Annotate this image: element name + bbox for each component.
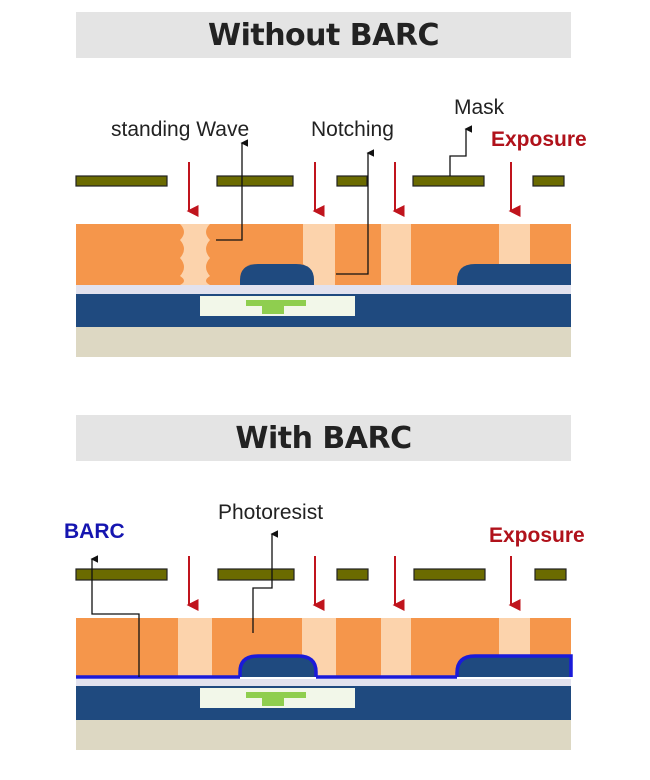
mask-segment (534, 568, 567, 581)
label-exposure: Exposure (489, 524, 585, 547)
topography-step (457, 264, 571, 285)
base-layer (76, 720, 571, 750)
section-title-with-barc: With BARC (76, 415, 571, 461)
leader-mask (449, 125, 473, 176)
interface-layer (76, 679, 571, 686)
mask-segment (336, 175, 368, 187)
via-structure (246, 300, 306, 314)
topography-bump-1 (240, 264, 314, 285)
topography-step (455, 654, 573, 677)
mask-segment (75, 175, 168, 187)
leader-photoresist (252, 530, 279, 633)
section-title-without-barc: Without BARC (76, 12, 571, 58)
label-standing-wave: standing Wave (111, 118, 249, 141)
exposed-region-standing-wave (180, 224, 210, 285)
leader-notching (336, 149, 375, 275)
leader-barc (90, 555, 140, 677)
diagram-without-barc: standing Wave Notching Mask Exposure (75, 96, 587, 357)
mask-segment (217, 568, 295, 581)
diagram-with-barc: BARC Photoresist Exposure (64, 501, 585, 750)
exposed-region-1 (178, 618, 212, 676)
label-notching: Notching (311, 118, 394, 141)
leader-standing-wave (216, 139, 249, 241)
mask-segment (216, 175, 294, 187)
topography-bump-1 (238, 654, 318, 677)
mask-segment (75, 568, 168, 581)
exposed-region-3 (381, 224, 411, 285)
mask-segment (336, 568, 369, 581)
interface-layer (76, 285, 571, 294)
mask-segment (413, 568, 486, 581)
mask-segment (532, 175, 565, 187)
label-photoresist: Photoresist (218, 501, 323, 524)
label-barc: BARC (64, 520, 125, 543)
exposed-region-3 (381, 618, 411, 676)
mask-segment (412, 175, 485, 187)
base-layer (76, 327, 571, 357)
via-structure (246, 692, 306, 706)
label-mask: Mask (454, 96, 505, 119)
label-exposure: Exposure (491, 128, 587, 151)
